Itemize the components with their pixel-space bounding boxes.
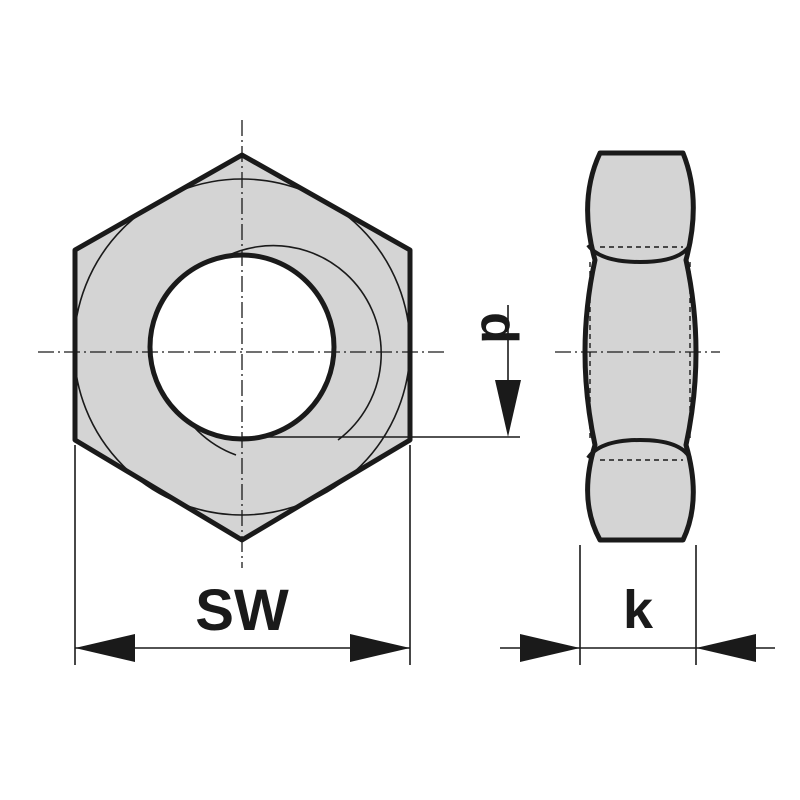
sw-arrow-left: [75, 634, 135, 662]
d-arrowhead: [495, 380, 521, 437]
side-outline: [582, 150, 699, 543]
upper-chamfer-line: [586, 243, 692, 265]
k-arrow-right: [696, 634, 756, 662]
dimension-sw: SW: [74, 445, 411, 665]
sw-arrow-right: [350, 634, 410, 662]
d-label: d: [470, 312, 528, 344]
sw-label: SW: [195, 578, 289, 643]
dimension-k: k: [500, 545, 775, 665]
lower-chamfer-line: [586, 437, 692, 460]
dimension-d: d: [242, 305, 528, 438]
front-view: [72, 152, 413, 543]
k-arrow-left: [520, 634, 580, 662]
side-view: [582, 150, 699, 543]
k-label: k: [623, 580, 654, 640]
